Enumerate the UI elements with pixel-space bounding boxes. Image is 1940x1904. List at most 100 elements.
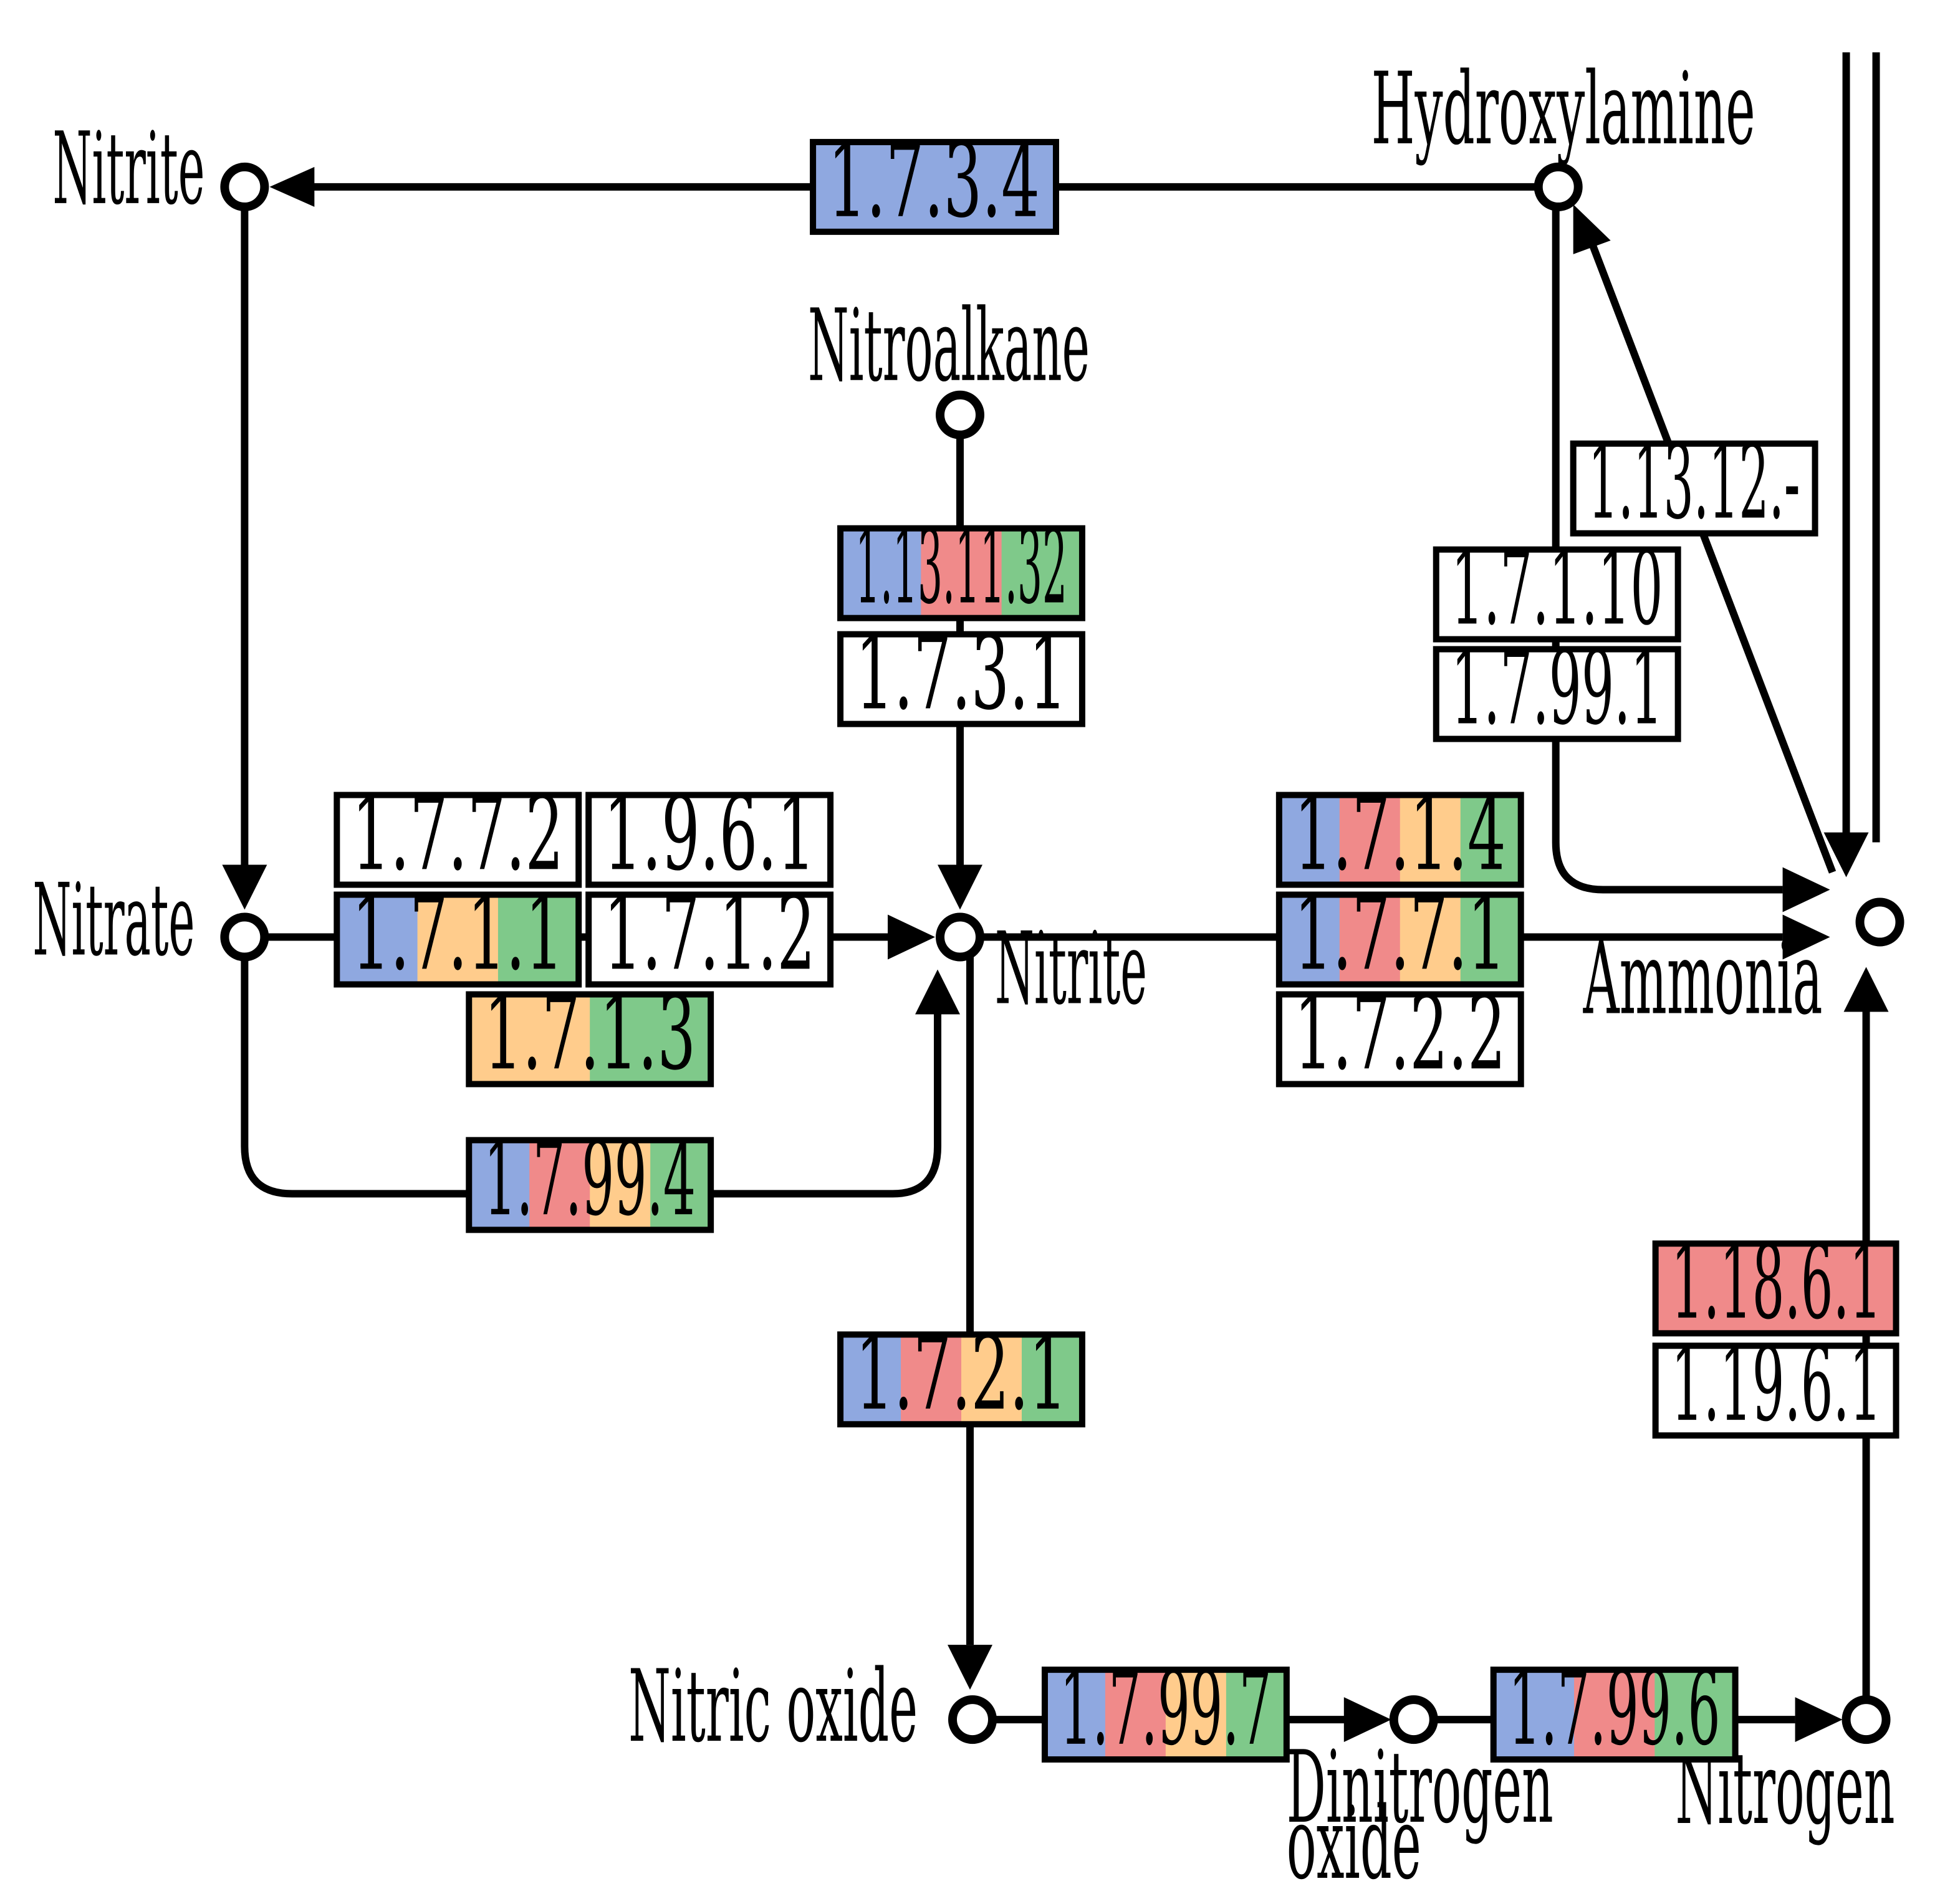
enzyme-label: 1.7.1.3 <box>484 974 696 1093</box>
enzyme-color-segment <box>1400 894 1461 985</box>
enzyme-box-ec-1-7-1-1[interactable]: 1.7.1.1 <box>334 874 582 993</box>
arrowhead <box>888 914 936 960</box>
enzyme-color-segment <box>337 795 579 885</box>
compound-label-hydroxylamine: Hydroxylamine <box>1371 51 1755 167</box>
enzyme-label: 1.13.11.32 <box>855 508 1067 627</box>
arrowhead <box>1782 867 1830 912</box>
enzyme-label: 1.18.6.1 <box>1671 1223 1882 1342</box>
enzyme-color-segment <box>497 894 579 985</box>
enzyme-box-ec-1-13-12[interactable]: 1.13.12.- <box>1570 423 1818 542</box>
arrowhead <box>915 969 961 1015</box>
enzyme-label: 1.7.99.4 <box>484 1119 696 1238</box>
enzyme-color-segment <box>1655 1346 1896 1436</box>
arrowhead <box>1843 967 1889 1012</box>
compound-node-dinitrogen-oxide[interactable] <box>1389 1695 1438 1744</box>
enzyme-color-segment <box>1001 528 1082 618</box>
compound-node-nitrite-top[interactable] <box>220 162 269 211</box>
edge-ammonia-to-hydroxylamine <box>1586 235 1837 874</box>
enzyme-box-ec-1-19-6-1[interactable]: 1.19.6.1 <box>1652 1325 1899 1444</box>
enzyme-box-outline <box>837 631 1085 727</box>
enzyme-label: 1.7.3.1 <box>855 613 1067 732</box>
enzyme-color-segment <box>1654 1670 1736 1760</box>
enzyme-box-outline <box>1275 792 1524 888</box>
enzyme-box-ec-1-7-7-2[interactable]: 1.7.7.2 <box>334 774 582 893</box>
arrowhead <box>1795 1697 1843 1743</box>
enzyme-box-ec-1-7-2-2[interactable]: 1.7.2.2 <box>1275 974 1524 1093</box>
enzyme-label: 1.7.1.4 <box>1294 774 1506 893</box>
enzyme-color-segment <box>590 1140 651 1230</box>
enzyme-color-segment <box>1460 894 1521 985</box>
enzyme-box-outline <box>1490 1667 1739 1763</box>
enzyme-color-segment <box>469 1140 531 1230</box>
arrowhead <box>1823 832 1869 878</box>
enzyme-color-segment <box>1165 1670 1227 1760</box>
enzyme-color-segment <box>1436 549 1678 639</box>
enzyme-box-ec-1-7-99-4[interactable]: 1.7.99.4 <box>466 1119 714 1238</box>
enzyme-box-ec-1-7-2-1[interactable]: 1.7.2.1 <box>837 1314 1085 1433</box>
compound-label-ammonia: Ammonia <box>1583 921 1822 1036</box>
arrowhead <box>948 1645 992 1690</box>
enzyme-label: 1.7.1.10 <box>1451 529 1663 648</box>
enzyme-label: 1.7.1.2 <box>603 874 815 993</box>
enzyme-label: 1.7.1.1 <box>352 874 564 993</box>
enzyme-box-outline <box>1433 546 1681 643</box>
compound-node-ammonia[interactable] <box>1855 897 1904 947</box>
compound-label-nitrite-top: Nitrite <box>52 111 204 227</box>
enzyme-box-outline <box>810 138 1059 235</box>
enzyme-color-segment <box>1574 1670 1656 1760</box>
reaction-edges <box>222 52 1889 1743</box>
enzyme-box-outline <box>1041 1667 1290 1763</box>
enzyme-box-ec-1-7-1-4[interactable]: 1.7.1.4 <box>1275 774 1524 893</box>
enzyme-label: 1.19.6.1 <box>1671 1325 1882 1444</box>
enzyme-box-outline <box>1652 1342 1899 1439</box>
enzyme-box-outline <box>585 792 834 888</box>
arrowhead <box>938 864 982 910</box>
enzyme-box-ec-1-18-6-1[interactable]: 1.18.6.1 <box>1652 1223 1899 1342</box>
enzyme-boxes: 1.7.3.41.13.11.321.7.3.11.13.12.-1.7.1.1… <box>334 122 1899 1768</box>
enzyme-color-segment <box>1436 649 1678 739</box>
edge-hydroxylamine-to-ammonia <box>1552 206 1783 894</box>
enzyme-box-outline <box>1652 1240 1899 1337</box>
enzyme-box-ec-1-7-1-3[interactable]: 1.7.1.3 <box>466 974 714 1093</box>
enzyme-color-segment <box>1655 1243 1896 1334</box>
enzyme-color-segment <box>1105 1670 1166 1760</box>
enzyme-box-ec-1-7-1-10[interactable]: 1.7.1.10 <box>1433 529 1681 648</box>
enzyme-box-ec-1-7-7-1[interactable]: 1.7.7.1 <box>1275 874 1524 993</box>
enzyme-box-ec-1-7-99-1[interactable]: 1.7.99.1 <box>1433 628 1681 747</box>
enzyme-color-segment <box>840 634 1082 724</box>
enzyme-color-segment <box>650 1140 711 1230</box>
enzyme-box-outline <box>1433 646 1681 742</box>
enzyme-box-ec-1-9-6-1[interactable]: 1.9.6.1 <box>585 774 834 893</box>
enzyme-box-outline <box>334 792 582 888</box>
enzyme-color-segment <box>588 795 831 885</box>
enzyme-label: 1.9.6.1 <box>603 774 815 893</box>
enzyme-color-segment <box>1339 795 1401 885</box>
compound-node-hydroxylamine[interactable] <box>1534 162 1583 211</box>
compound-nodes <box>220 162 1904 1744</box>
compound-node-nitric-oxide[interactable] <box>948 1695 997 1744</box>
enzyme-color-segment <box>1044 1670 1106 1760</box>
compound-node-nitrogen[interactable] <box>1842 1695 1891 1744</box>
enzyme-color-segment <box>813 141 1056 232</box>
compound-node-nitrate[interactable] <box>220 912 269 962</box>
enzyme-box-ec-1-7-1-2[interactable]: 1.7.1.2 <box>585 874 834 993</box>
enzyme-label: 1.7.99.6 <box>1509 1649 1721 1768</box>
enzyme-box-outline <box>1275 991 1524 1088</box>
compound-node-nitrite-center[interactable] <box>936 912 984 962</box>
enzyme-box-ec-1-7-99-6[interactable]: 1.7.99.6 <box>1490 1649 1739 1768</box>
compound-node-nitroalkane[interactable] <box>936 390 984 439</box>
enzyme-color-segment <box>901 1334 963 1425</box>
enzyme-box-ec-1-13-11-32[interactable]: 1.13.11.32 <box>837 508 1085 627</box>
enzyme-box-ec-1-7-99-7[interactable]: 1.7.99.7 <box>1041 1649 1290 1768</box>
enzyme-box-ec-1-7-3-1[interactable]: 1.7.3.1 <box>837 613 1085 732</box>
enzyme-color-segment <box>590 994 711 1084</box>
enzyme-box-outline <box>1570 440 1818 537</box>
arrowhead <box>222 864 267 910</box>
enzyme-color-segment <box>1339 894 1401 985</box>
enzyme-color-segment <box>1226 1670 1287 1760</box>
enzyme-box-outline <box>837 525 1085 621</box>
compound-label-dinitrogen-oxide-line2: oxide <box>1287 1786 1421 1902</box>
enzyme-label: 1.13.12.- <box>1588 423 1800 542</box>
enzyme-color-segment <box>1279 894 1340 985</box>
enzyme-box-ec-1-7-3-4[interactable]: 1.7.3.4 <box>810 122 1059 241</box>
